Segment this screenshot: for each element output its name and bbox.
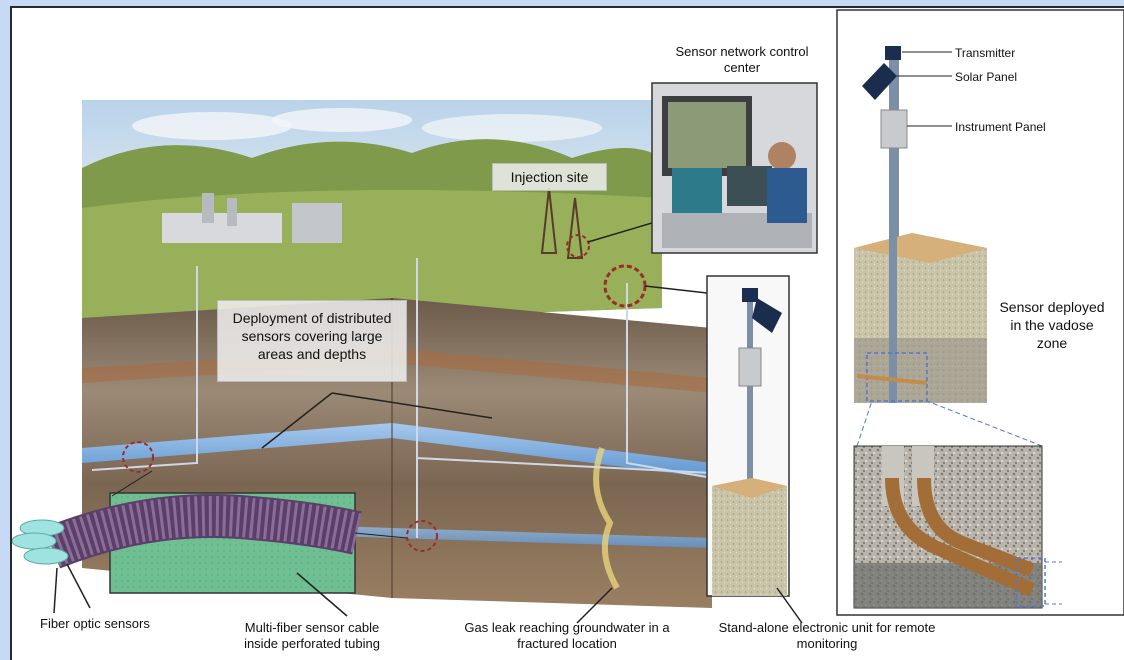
perforated-tubing-icon xyxy=(882,446,1035,597)
injection-rig-icon xyxy=(540,187,663,259)
sensor-network-label: Sensor network control center xyxy=(675,44,809,75)
diagram-frame: Sensor network control center Injection … xyxy=(10,6,1124,660)
multi-fiber-label: Multi-fiber sensor cable inside perforat… xyxy=(244,620,380,651)
standalone-unit-icon xyxy=(712,288,787,596)
deployment-label: Deployment of distributed sensors coveri… xyxy=(217,300,407,382)
instrument-panel-label: Instrument Panel xyxy=(955,120,1046,134)
illustration xyxy=(12,9,1124,624)
injection-site-label: Injection site xyxy=(492,163,607,191)
transmitter-label: Transmitter xyxy=(955,46,1016,60)
gas-leak-label: Gas leak reaching groundwater in a fract… xyxy=(464,620,670,651)
monitoring-station-icon xyxy=(862,46,952,243)
fiber-cable-icon xyxy=(12,494,362,569)
standalone-label: Stand-alone electronic unit for remote m… xyxy=(718,620,936,651)
refinery-icon xyxy=(162,193,342,243)
callout-circles xyxy=(122,264,708,552)
sensor-vadose-label: Sensor deployed in the vadose zone xyxy=(999,299,1105,351)
fiber-optic-label: Fiber optic sensors xyxy=(40,616,150,631)
solar-panel-label: Solar Panel xyxy=(955,70,1018,84)
control-center-icon xyxy=(662,96,812,248)
